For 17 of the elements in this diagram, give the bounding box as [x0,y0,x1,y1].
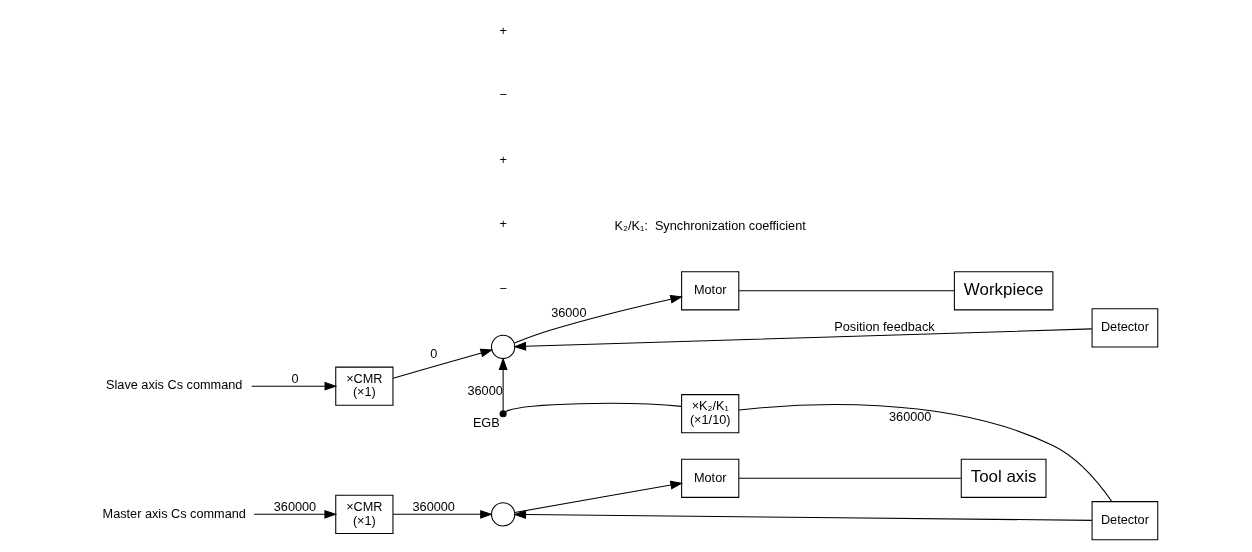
label: + [499,22,507,38]
node-text: Master axis Cs command [102,505,246,521]
node-label: EGB [472,414,500,430]
label: + [499,216,507,232]
edge-label: 360000 [412,498,455,514]
edge-label: 0 [430,346,438,362]
edge-label: 360000 [273,498,317,514]
edge-label: 36000 [551,304,587,320]
node-text: Slave axis Cs command [106,377,243,393]
edge-label: 360000 [889,409,932,425]
edge-label: Position feedback [834,318,935,334]
label: − [499,281,507,297]
label: K₂/K₁: Synchronization coefficient [614,217,806,233]
edge-label: 36000 [467,382,503,398]
edge-label: 0 [291,370,299,386]
label: − [499,87,507,103]
label: + [499,151,507,167]
